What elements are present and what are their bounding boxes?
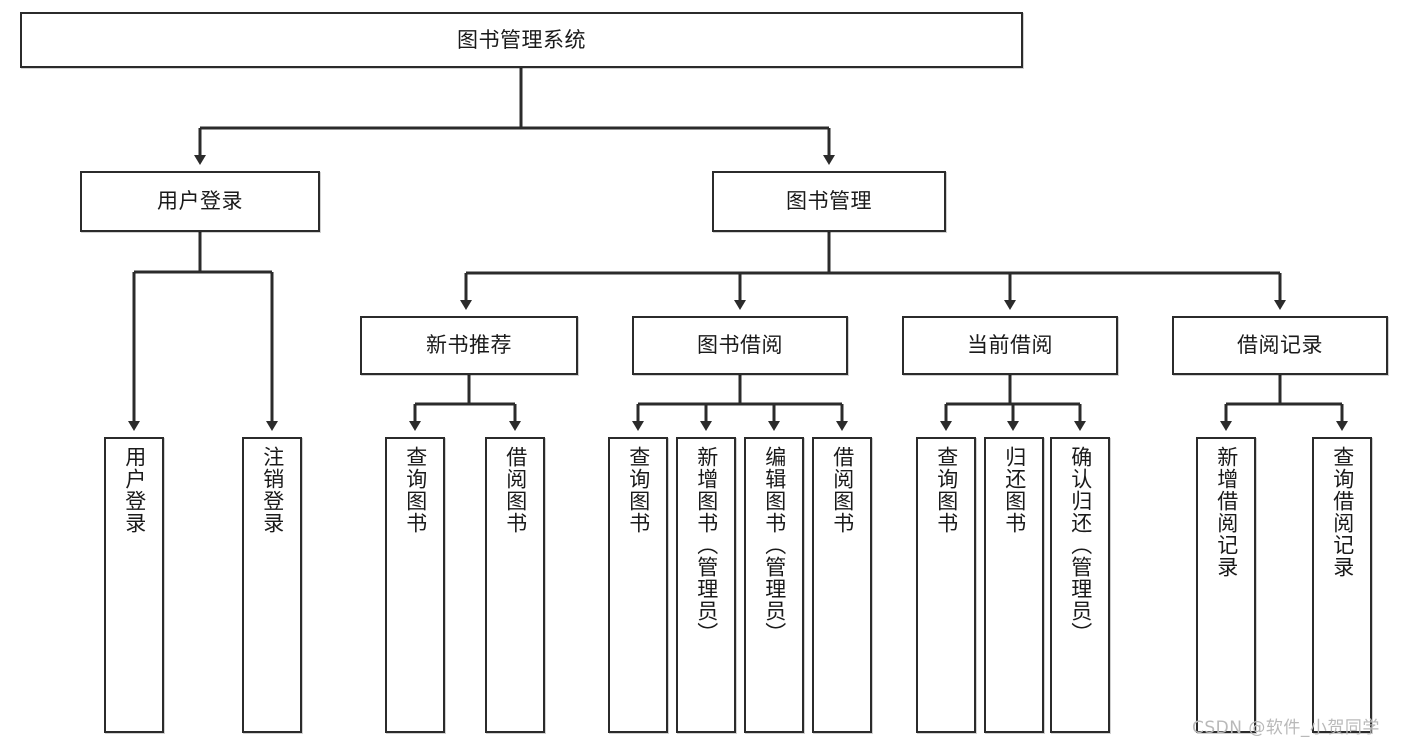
node-leaf-user-login[interactable]: 用户登录 (104, 437, 164, 733)
edge-group-root (194, 68, 835, 165)
node-leaf-logout-label: 注销登录 (260, 446, 285, 534)
node-borrow-record-label: 借阅记录 (1237, 333, 1323, 358)
node-leaf-add-book-label: 新增图书（管理员） (694, 446, 719, 644)
node-leaf-user-login-label: 用户登录 (122, 446, 147, 534)
node-leaf-query-book-3-label: 查询图书 (934, 446, 959, 534)
edge-group-book-borrow (632, 375, 848, 431)
node-leaf-query-record-label: 查询借阅记录 (1330, 446, 1355, 578)
node-borrow-record[interactable]: 借阅记录 (1172, 316, 1388, 375)
node-current-borrow[interactable]: 当前借阅 (902, 316, 1118, 375)
node-leaf-add-record[interactable]: 新增借阅记录 (1196, 437, 1256, 733)
node-book-borrow-label: 图书借阅 (697, 333, 783, 358)
node-leaf-add-book[interactable]: 新增图书（管理员） (676, 437, 736, 733)
node-leaf-query-book-2-label: 查询图书 (626, 446, 651, 534)
edge-group-current-borrow (940, 375, 1086, 431)
node-leaf-borrow-book-2[interactable]: 借阅图书 (812, 437, 872, 733)
node-leaf-query-book-3[interactable]: 查询图书 (916, 437, 976, 733)
node-leaf-confirm-return-label: 确认归还（管理员） (1068, 446, 1093, 644)
node-root-label: 图书管理系统 (457, 27, 586, 52)
node-book-management-label: 图书管理 (786, 189, 872, 214)
node-root[interactable]: 图书管理系统 (20, 12, 1023, 68)
node-user-login[interactable]: 用户登录 (80, 171, 320, 232)
node-book-borrow[interactable]: 图书借阅 (632, 316, 848, 375)
node-new-book-recommend-label: 新书推荐 (426, 333, 512, 358)
node-new-book-recommend[interactable]: 新书推荐 (360, 316, 578, 375)
node-leaf-confirm-return[interactable]: 确认归还（管理员） (1050, 437, 1110, 733)
node-leaf-return-book[interactable]: 归还图书 (984, 437, 1044, 733)
node-leaf-query-book-2[interactable]: 查询图书 (608, 437, 668, 733)
node-current-borrow-label: 当前借阅 (967, 333, 1053, 358)
edge-group-user-login (128, 232, 278, 431)
edge-group-book-management (460, 232, 1286, 310)
node-leaf-logout[interactable]: 注销登录 (242, 437, 302, 733)
node-leaf-return-book-label: 归还图书 (1002, 446, 1027, 534)
node-leaf-query-book-1[interactable]: 查询图书 (385, 437, 445, 733)
node-leaf-add-record-label: 新增借阅记录 (1214, 446, 1239, 578)
node-leaf-borrow-book-1[interactable]: 借阅图书 (485, 437, 545, 733)
node-book-management[interactable]: 图书管理 (712, 171, 946, 232)
csdn-watermark: CSDN @软件_小贺同学 (1192, 718, 1380, 738)
edge-group-borrow-record (1220, 375, 1348, 431)
edge-group-new-book-recommend (409, 375, 521, 431)
node-user-login-label: 用户登录 (157, 189, 243, 214)
node-leaf-query-book-1-label: 查询图书 (403, 446, 428, 534)
node-leaf-borrow-book-2-label: 借阅图书 (830, 446, 855, 534)
node-leaf-borrow-book-1-label: 借阅图书 (503, 446, 528, 534)
node-leaf-edit-book-label: 编辑图书（管理员） (762, 446, 787, 644)
node-leaf-query-record[interactable]: 查询借阅记录 (1312, 437, 1372, 733)
node-leaf-edit-book[interactable]: 编辑图书（管理员） (744, 437, 804, 733)
